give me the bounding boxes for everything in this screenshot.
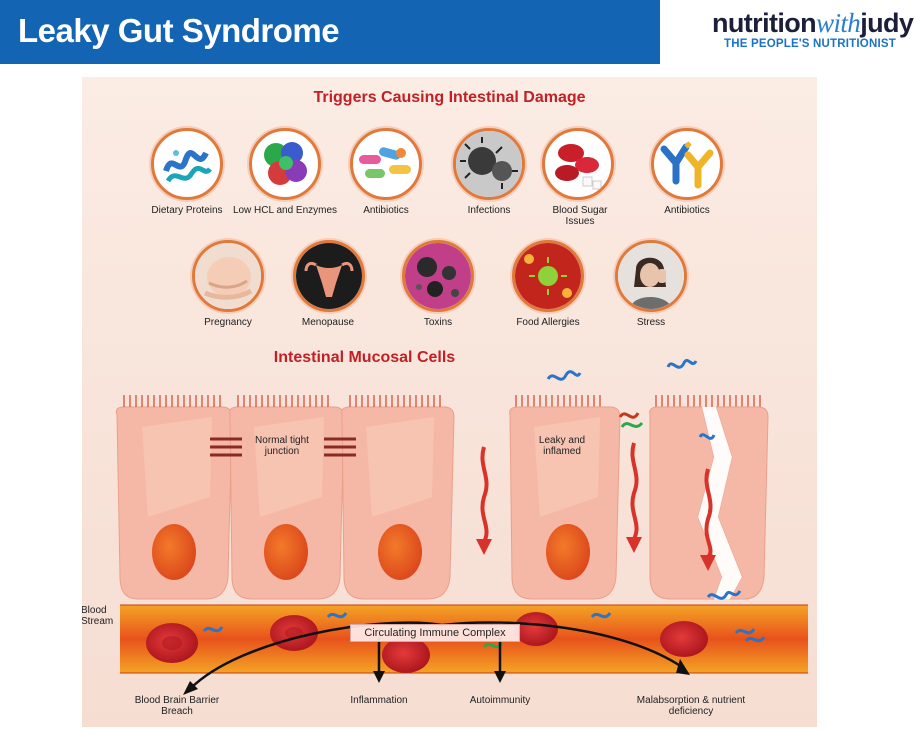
triggers-title: Triggers Causing Intestinal Damage bbox=[313, 89, 586, 106]
trigger-antibiotics-2 bbox=[651, 128, 723, 200]
label-blood-sugar: Blood Sugar Issues bbox=[552, 205, 608, 227]
label-normal-junction: Normal tight junction bbox=[255, 435, 309, 457]
red-blood-cells bbox=[146, 612, 708, 673]
outcome-malabsorption: Malabsorption & nutrient deficiency bbox=[636, 695, 746, 717]
mucosa-title: Intestinal Mucosal Cells bbox=[273, 349, 456, 366]
page-title: Leaky Gut Syndrome bbox=[18, 12, 340, 49]
tight-junction-bars bbox=[210, 437, 356, 457]
label-antibiotics-1: Antibiotics bbox=[363, 205, 409, 216]
virus-icon bbox=[453, 128, 525, 200]
pregnancy-icon bbox=[192, 240, 264, 312]
nucleus bbox=[152, 524, 196, 580]
brand-logo: nutritionwithjudy THE PEOPLE'S NUTRITION… bbox=[712, 8, 914, 50]
antibody-icon bbox=[651, 128, 723, 200]
brand-part-3: judy bbox=[860, 8, 914, 38]
trigger-pregnancy bbox=[192, 240, 264, 312]
label-dietary-proteins: Dietary Proteins bbox=[151, 205, 223, 216]
outcome-arrow-heads bbox=[183, 659, 690, 695]
label-infections: Infections bbox=[467, 205, 511, 216]
brand-tagline: THE PEOPLE'S NUTRITIONIST bbox=[724, 38, 896, 50]
label-low-hcl: Low HCL and Enzymes bbox=[232, 205, 338, 216]
leaky-gut-infographic: Triggers Causing Intestinal Damage Dieta… bbox=[82, 77, 817, 727]
label-toxins: Toxins bbox=[423, 317, 453, 328]
label-blood-stream: Blood Stream bbox=[82, 605, 114, 627]
arrow-heads bbox=[476, 537, 716, 571]
permeation-arrows bbox=[480, 442, 713, 559]
toxin-particles-icon bbox=[402, 240, 474, 312]
microvilli bbox=[123, 395, 761, 407]
trigger-food-allergies bbox=[512, 240, 584, 312]
enzyme-molecule-icon bbox=[249, 128, 321, 200]
label-food-allergies: Food Allergies bbox=[516, 317, 580, 328]
leaky-cell-1 bbox=[509, 406, 621, 600]
brand-wordmark: nutritionwithjudy bbox=[712, 8, 914, 38]
trigger-blood-sugar bbox=[542, 128, 614, 200]
normal-cell-3 bbox=[341, 406, 455, 600]
pills-icon bbox=[350, 128, 422, 200]
mucosal-cells-diagram bbox=[115, 358, 808, 695]
blood-sugar-icon bbox=[542, 128, 614, 200]
trigger-infections bbox=[453, 128, 525, 200]
immune-complexes bbox=[202, 612, 766, 649]
label-menopause: Menopause bbox=[301, 317, 355, 328]
label-stress: Stress bbox=[636, 317, 666, 328]
outcome-bbb-breach: Blood Brain Barrier Breach bbox=[134, 695, 220, 717]
outcome-autoimmunity: Autoimmunity bbox=[469, 695, 531, 706]
protein-molecule-icon bbox=[151, 128, 223, 200]
header-band: Leaky Gut Syndrome bbox=[0, 0, 660, 64]
outcome-inflammation: Inflammation bbox=[350, 695, 408, 706]
allergen-icon bbox=[512, 240, 584, 312]
brand-part-1: nutrition bbox=[712, 8, 817, 38]
trigger-antibiotics-1 bbox=[350, 128, 422, 200]
normal-cell-1 bbox=[115, 406, 233, 600]
leaking-proteins bbox=[546, 358, 756, 635]
label-immune-complex: Circulating Immune Complex bbox=[350, 624, 520, 642]
trigger-toxins bbox=[402, 240, 474, 312]
label-pregnancy: Pregnancy bbox=[204, 317, 252, 328]
uterus-icon bbox=[293, 240, 365, 312]
label-antibiotics-2: Antibiotics bbox=[664, 205, 710, 216]
trigger-dietary-proteins bbox=[151, 128, 223, 200]
trigger-menopause bbox=[293, 240, 365, 312]
label-leaky: Leaky and inflamed bbox=[538, 435, 586, 457]
leaky-cell-3 bbox=[715, 406, 769, 600]
stressed-person-icon bbox=[615, 240, 687, 312]
trigger-stress bbox=[615, 240, 687, 312]
trigger-low-hcl bbox=[249, 128, 321, 200]
normal-cell-2 bbox=[229, 406, 345, 600]
brand-part-2: with bbox=[816, 8, 861, 38]
